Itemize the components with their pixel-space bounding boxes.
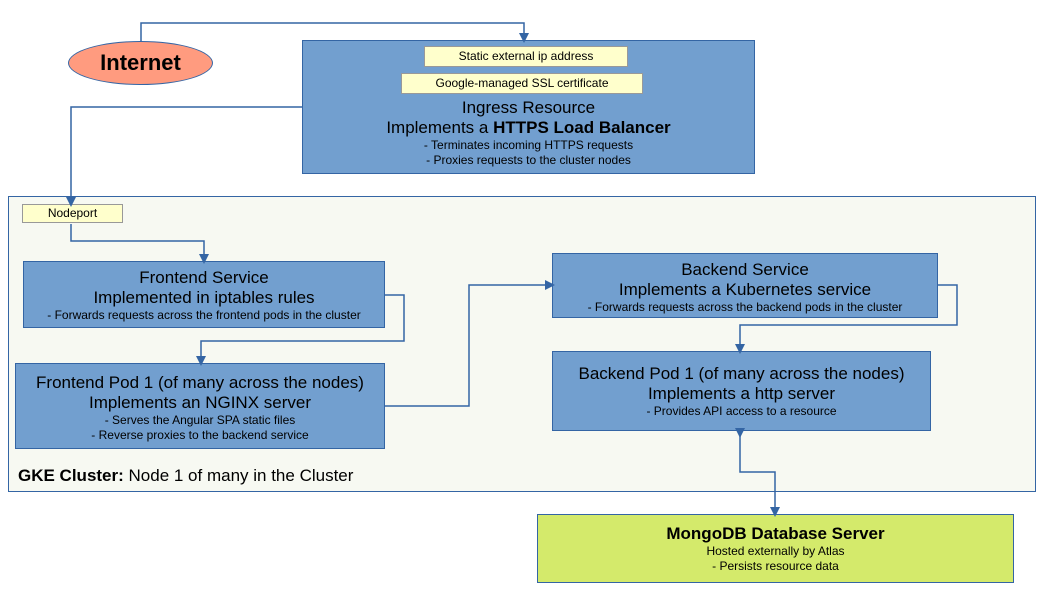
cluster-label: GKE Cluster: Node 1 of many in the Clust… xyxy=(18,466,353,486)
ingress-subtitle: Implements a HTTPS Load Balancer xyxy=(302,118,755,138)
cluster-label-rest: Node 1 of many in the Cluster xyxy=(123,466,354,485)
wire-frontend-pod-to-backend-service xyxy=(385,280,555,407)
mongodb-box: MongoDB Database Server Hosted externall… xyxy=(537,514,1014,583)
frontend-service-box: Frontend Service Implemented in iptables… xyxy=(23,261,385,328)
backend-pod-note: - Provides API access to a resource xyxy=(646,404,837,418)
ingress-note: - Proxies requests to the cluster nodes xyxy=(426,153,631,167)
frontend-service-title: Frontend Service xyxy=(139,268,269,287)
ssl-certificate-tag: Google-managed SSL certificate xyxy=(401,73,643,94)
static-ip-tag: Static external ip address xyxy=(424,46,628,67)
backend-service-subtitle: Implements a Kubernetes service xyxy=(618,280,872,299)
wire-nodeport-to-frontend-service xyxy=(70,224,209,264)
mongodb-note: - Persists resource data xyxy=(712,559,839,573)
backend-service-note: - Forwards requests across the backend p… xyxy=(587,300,903,314)
backend-service-box: Backend Service Implements a Kubernetes … xyxy=(552,253,938,318)
frontend-service-note: - Forwards requests across the frontend … xyxy=(47,308,361,322)
wire-backend-pod-to-mongodb xyxy=(735,428,780,517)
cluster-label-bold: GKE Cluster: xyxy=(18,466,124,485)
ingress-text: Ingress Resource Implements a HTTPS Load… xyxy=(302,98,755,168)
ingress-subtitle-bold: HTTPS Load Balancer xyxy=(493,118,671,137)
wire-ingress-to-nodeport xyxy=(66,106,302,207)
mongodb-title: MongoDB Database Server xyxy=(666,524,885,543)
frontend-pod-note: - Serves the Angular SPA static files xyxy=(104,413,296,427)
frontend-pod-title: Frontend Pod 1 (of many across the nodes… xyxy=(36,373,364,392)
backend-pod-title: Backend Pod 1 (of many across the nodes) xyxy=(578,364,905,383)
frontend-pod-box: Frontend Pod 1 (of many across the nodes… xyxy=(15,363,385,449)
wire-backend-service-to-pod xyxy=(735,284,958,354)
frontend-service-subtitle: Implemented in iptables rules xyxy=(93,288,315,307)
wire-internet-to-ingress xyxy=(140,22,529,43)
internet-node: Internet xyxy=(68,41,213,85)
internet-label: Internet xyxy=(100,50,181,75)
frontend-pod-subtitle: Implements an NGINX server xyxy=(88,393,311,412)
ingress-note: - Terminates incoming HTTPS requests xyxy=(423,138,634,152)
backend-service-title: Backend Service xyxy=(681,260,809,279)
mongodb-note: Hosted externally by Atlas xyxy=(706,544,845,558)
backend-pod-subtitle: Implements a http server xyxy=(647,384,836,403)
ingress-subtitle-prefix: Implements a xyxy=(386,118,494,137)
frontend-pod-note: - Reverse proxies to the backend service xyxy=(91,428,309,442)
wire-frontend-service-to-pod xyxy=(196,294,405,366)
ingress-title: Ingress Resource xyxy=(461,98,596,117)
